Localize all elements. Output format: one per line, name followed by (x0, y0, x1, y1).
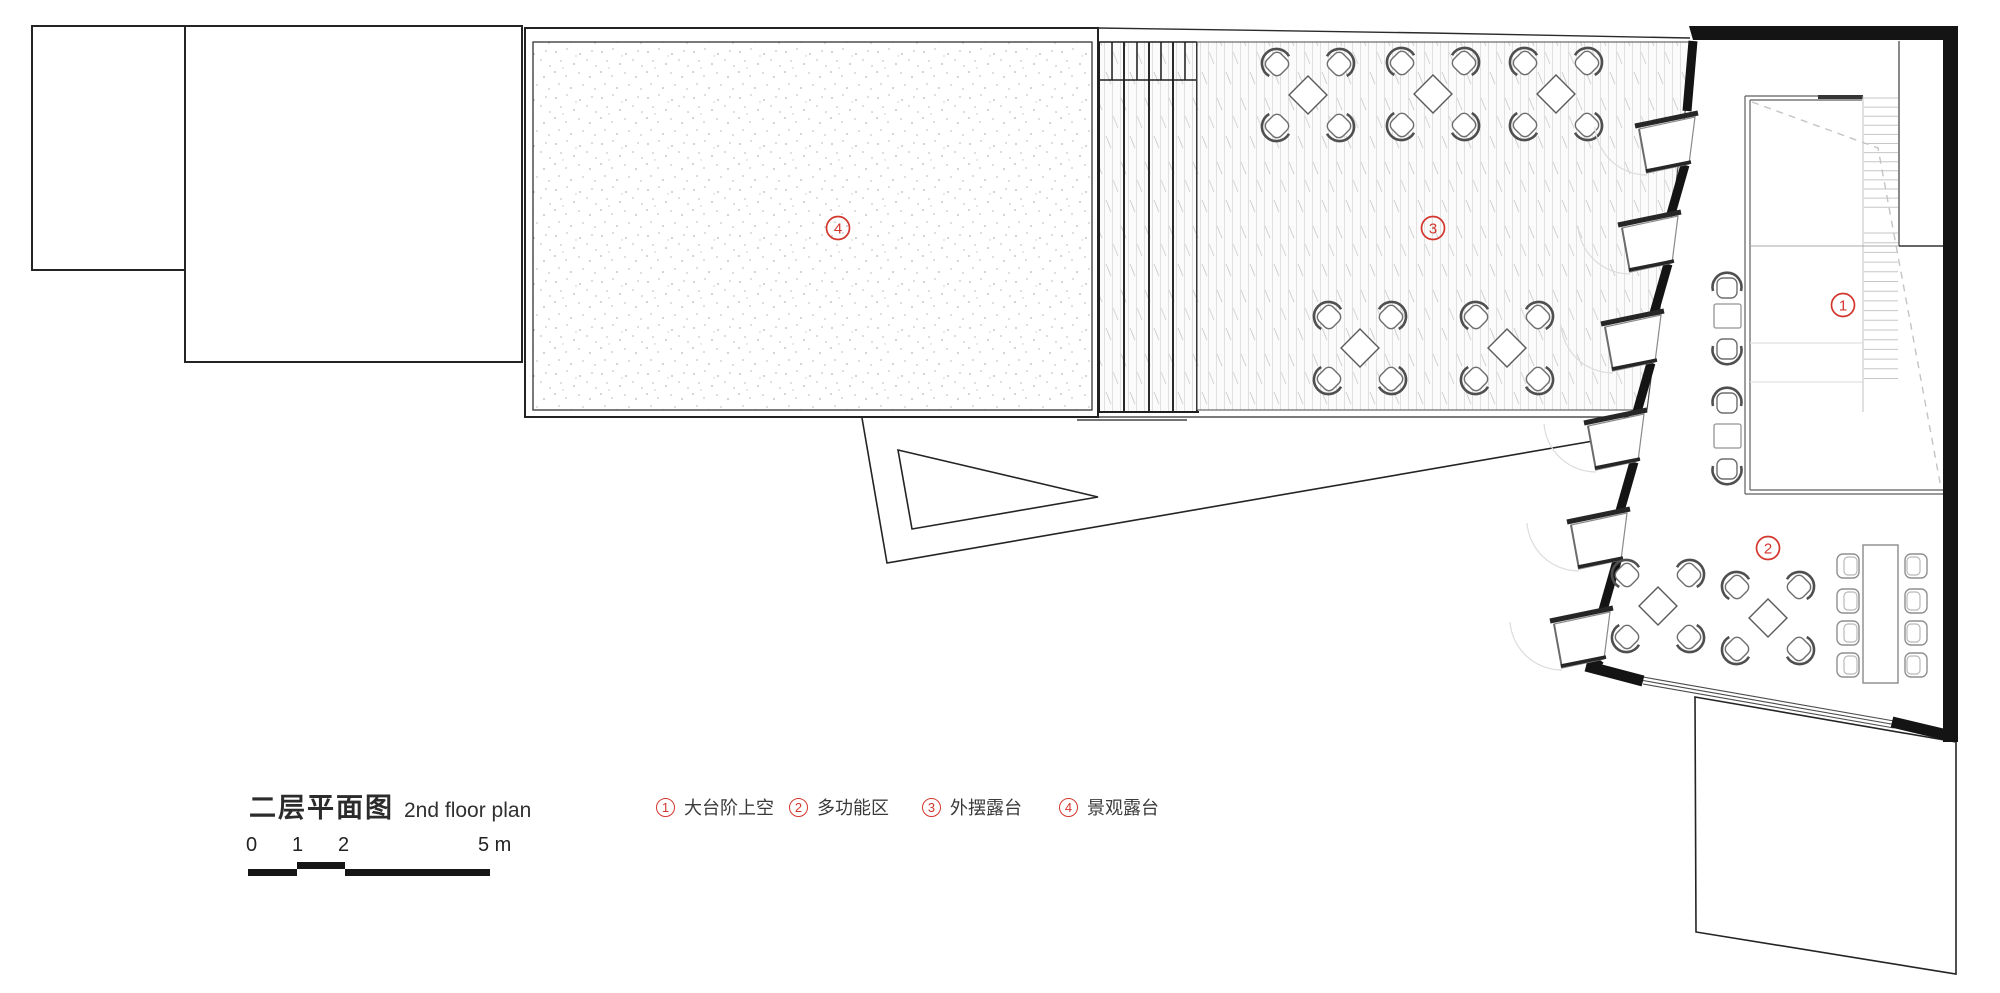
marker-area-2: 2 (1755, 535, 1781, 561)
east-wall (1943, 29, 1958, 742)
conference-table (1862, 544, 1899, 684)
drawing-title: 二层平面图 2nd floor plan (249, 786, 531, 825)
marker-number: 2 (1764, 541, 1772, 558)
scale-bar-segment (345, 869, 490, 876)
area-markers: 4 3 1 2 (825, 215, 1856, 561)
landscape-terrace-area (524, 27, 1099, 418)
marker-area-1: 1 (1830, 292, 1856, 318)
legend-label-4: 景观露台 (1087, 798, 1159, 818)
legend-item-3: 3 外摆露台 (922, 794, 1022, 820)
scale-tick-1: 1 (292, 834, 304, 856)
stair-enclosure-wall (1744, 95, 1943, 495)
legend-marker-1: 1 (656, 797, 675, 817)
lower-footprint-outline (1694, 696, 1957, 975)
marker-number: 3 (1429, 221, 1437, 238)
scale-bar-segment (248, 869, 297, 876)
stair-treads (1864, 97, 1898, 379)
title-chinese: 二层平面图 (249, 793, 394, 823)
legend-label-2: 多功能区 (817, 798, 889, 818)
site-outline-left (31, 25, 523, 363)
legend-item-1: 1 大台阶上空 (656, 794, 774, 820)
glass-wall (1642, 676, 1895, 729)
legend-marker-2: 2 (789, 797, 808, 817)
scale-tick-2: 2 (338, 834, 350, 856)
legend-label-1: 大台阶上空 (684, 798, 774, 818)
southeast-corner-wall (1890, 716, 1953, 742)
scale-bar (248, 862, 491, 877)
marker-number: 1 (1839, 298, 1847, 315)
building-shell (1510, 26, 1958, 742)
interior-furniture (1606, 271, 1928, 684)
scale-tick-0: 0 (246, 834, 258, 856)
marker-area-3: 3 (1420, 215, 1446, 241)
title-english: 2nd floor plan (404, 799, 532, 822)
lower-level-outline (861, 417, 1635, 564)
legend-item-4: 4 景观露台 (1059, 794, 1159, 820)
terrace-top-edge (1097, 27, 1691, 39)
louver-wall-segments (1590, 40, 1698, 671)
legend-item-2: 2 多功能区 (789, 794, 889, 820)
marker-area-4: 4 (825, 215, 851, 241)
north-wall (1689, 26, 1958, 40)
marker-number: 4 (834, 221, 842, 238)
legend-label-3: 外摆露台 (950, 798, 1022, 818)
scale-tick-5m: 5 m (478, 834, 512, 856)
scale-bar-segment (297, 862, 345, 869)
stair-void (1744, 41, 1943, 495)
legend-marker-4: 4 (1059, 797, 1078, 817)
overhead-dashed-line (1751, 101, 1942, 489)
legend-marker-3: 3 (922, 797, 941, 817)
